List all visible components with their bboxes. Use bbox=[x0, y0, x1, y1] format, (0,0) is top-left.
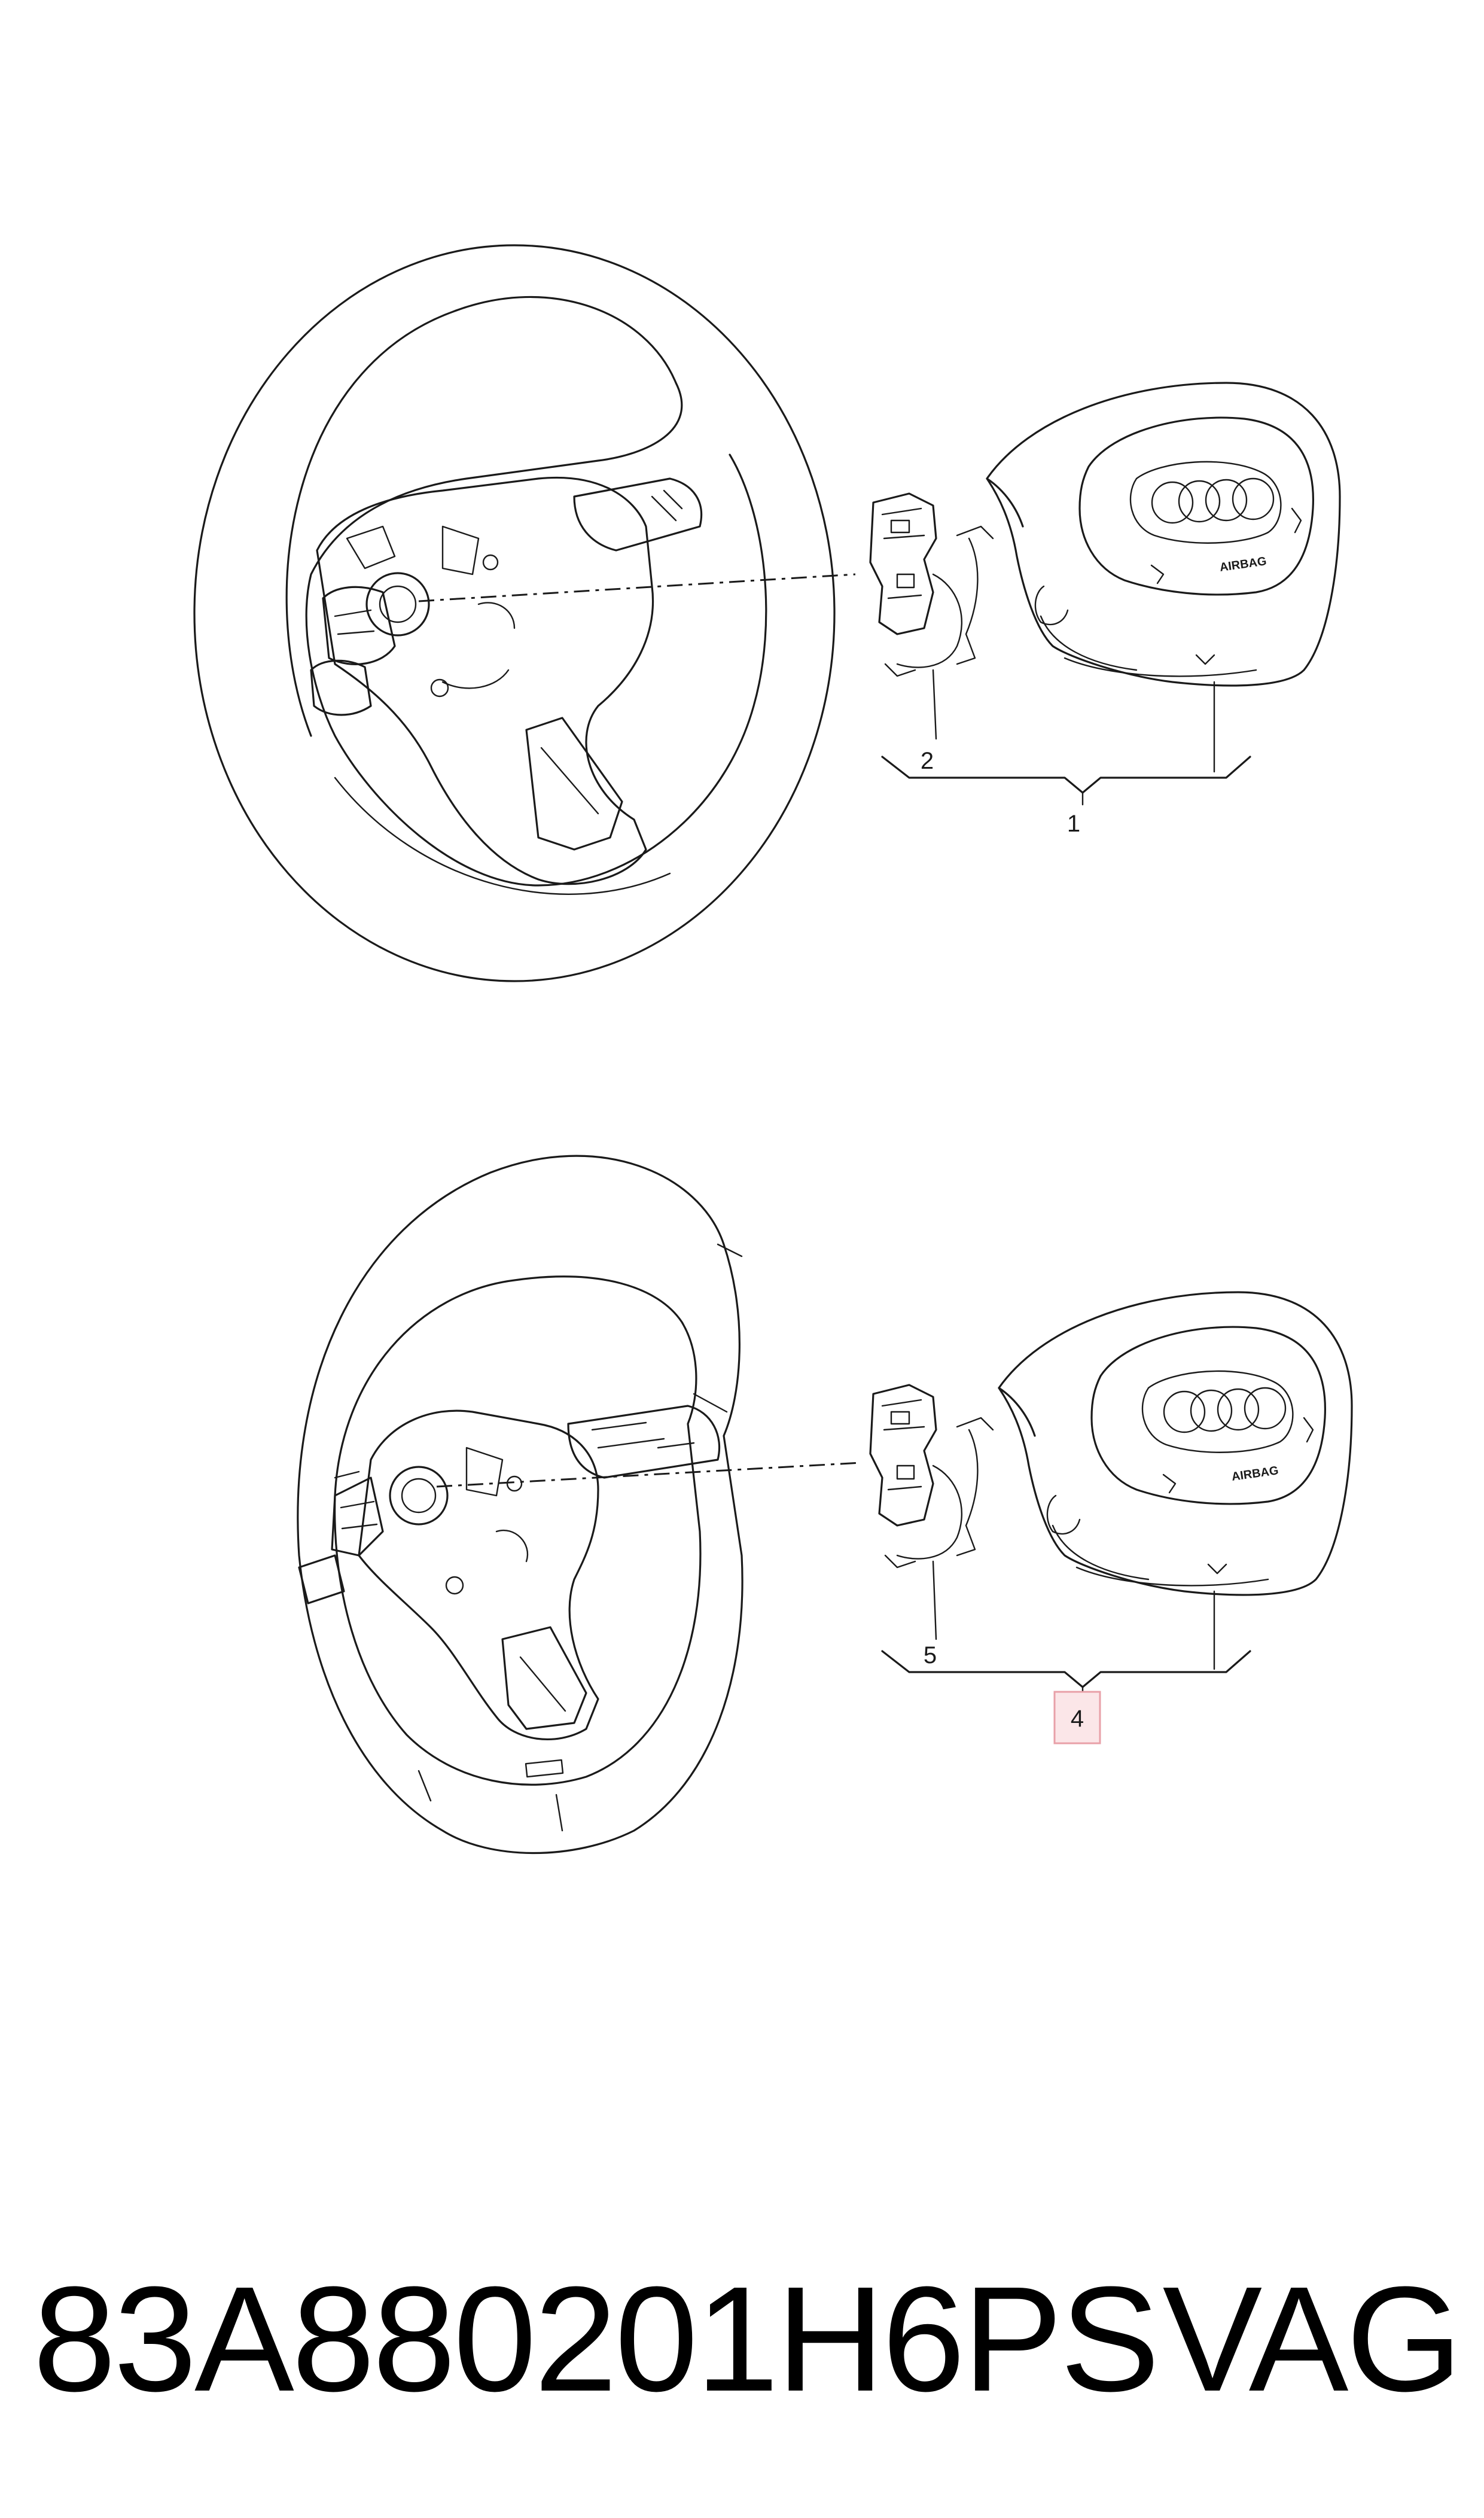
callout-5: 5 bbox=[924, 1642, 937, 1668]
callout-2: 2 bbox=[921, 748, 934, 774]
top-airbag-module: AIRBAG bbox=[986, 382, 1341, 773]
bottom-airbag-logo-text: AIRBAG bbox=[1231, 1464, 1279, 1484]
bottom-callout-bracket: 5 4 bbox=[881, 1642, 1251, 1744]
top-steering-wheel bbox=[193, 244, 856, 982]
bottom-steering-wheel bbox=[297, 1155, 862, 1854]
part-number: 83A880201H6PS bbox=[33, 2255, 1160, 2422]
callout-4-highlight[interactable] bbox=[1053, 1691, 1101, 1744]
callout-4[interactable]: 4 bbox=[1071, 1706, 1084, 1732]
top-airbag-logo-text: AIRBAG bbox=[1219, 555, 1267, 574]
callout-1: 1 bbox=[1067, 811, 1080, 837]
brand-label: VAG bbox=[1162, 2255, 1462, 2422]
top-clock-spring bbox=[869, 492, 994, 740]
top-callout-bracket: 2 1 bbox=[881, 748, 1251, 837]
bottom-airbag-module: AIRBAG bbox=[998, 1291, 1353, 1670]
bottom-clock-spring bbox=[869, 1384, 994, 1640]
